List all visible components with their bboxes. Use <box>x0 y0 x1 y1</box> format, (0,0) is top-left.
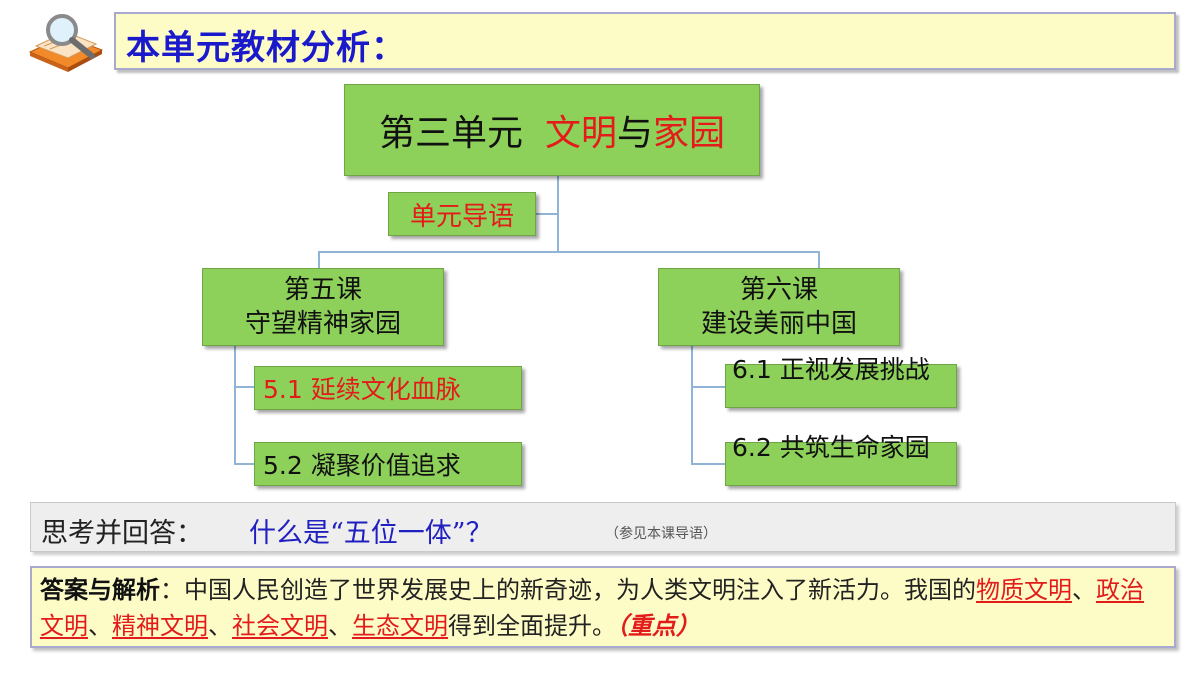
answer-separator: 、 <box>328 612 352 640</box>
lesson6-box: 第六课 建设美丽中国 <box>658 268 900 346</box>
unit-word-home: 家园 <box>653 113 726 154</box>
connector-lesson6-vertical <box>691 346 693 464</box>
unit-word-civilization: 文明 <box>544 113 617 154</box>
connector-6-1 <box>691 386 725 388</box>
connector-lesson5 <box>318 251 320 268</box>
answer-item-spiritual: 精神文明 <box>112 612 208 640</box>
slide-title: 本单元教材分析： <box>126 28 406 68</box>
question-text: 什么是“五位一体”？ <box>249 518 493 549</box>
answer-box: 答案与解析：中国人民创造了世界发展史上的新奇迹，为人类文明注入了新活力。我国的物… <box>30 566 1176 648</box>
lesson5-title: 守望精神家园 <box>244 309 401 339</box>
answer-label: 答案与解析 <box>40 576 160 604</box>
answer-separator: 、 <box>208 612 232 640</box>
answer-item-material: 物质文明 <box>976 576 1072 604</box>
lesson5-box: 第五课 守望精神家园 <box>202 268 444 346</box>
connector-lesson5-vertical <box>234 346 236 464</box>
connector-trunk <box>557 176 559 253</box>
slide-title-bar: 本单元教材分析： <box>114 12 1176 70</box>
question-bar: 思考并回答： 什么是“五位一体”？ （参见本课导语） <box>30 502 1176 552</box>
section-6-1-label: 6.1 正视发展挑战 <box>732 355 930 384</box>
unit-word-and: 与 <box>617 113 654 154</box>
connector-intro <box>536 213 557 215</box>
lesson5-number: 第五课 <box>283 275 362 305</box>
lesson6-title: 建设美丽中国 <box>700 309 857 339</box>
magnifier-on-books-icon <box>26 12 108 74</box>
unit-root-box: 第三单元 文明 与 家园 <box>344 84 760 176</box>
question-label: 思考并回答： <box>41 518 203 549</box>
answer-intro: 中国人民创造了世界发展史上的新奇迹，为人类文明注入了新活力。我国的 <box>184 576 976 604</box>
question-note: （参见本课导语） <box>605 526 717 542</box>
answer-colon: ： <box>160 576 184 604</box>
section-6-2-label: 6.2 共筑生命家园 <box>732 433 930 462</box>
answer-item-ecological: 生态文明 <box>352 612 448 640</box>
connector-5-2 <box>234 463 254 465</box>
connector-branch <box>318 251 820 253</box>
connector-5-1 <box>234 386 254 388</box>
answer-item-social: 社会文明 <box>232 612 328 640</box>
unit-number: 第三单元 <box>378 113 523 154</box>
answer-tail: 得到全面提升。 <box>448 612 616 640</box>
answer-separator: 、 <box>1072 576 1096 604</box>
answer-separator: 、 <box>88 612 112 640</box>
section-6-1-box: 6.1 正视发展挑战 <box>725 355 957 408</box>
answer-emphasis: （重点） <box>616 611 700 640</box>
connector-lesson6 <box>818 251 820 268</box>
section-5-1-box: 5.1 延续文化血脉 <box>254 366 522 410</box>
answer-item-political: 政治文明 <box>40 576 1144 640</box>
section-6-2-box: 6.2 共筑生命家园 <box>725 433 957 486</box>
section-5-2-box: 5.2 凝聚价值追求 <box>254 442 522 486</box>
unit-intro-box: 单元导语 <box>388 192 536 236</box>
lesson6-number: 第六课 <box>739 275 818 305</box>
connector-6-2 <box>691 463 725 465</box>
